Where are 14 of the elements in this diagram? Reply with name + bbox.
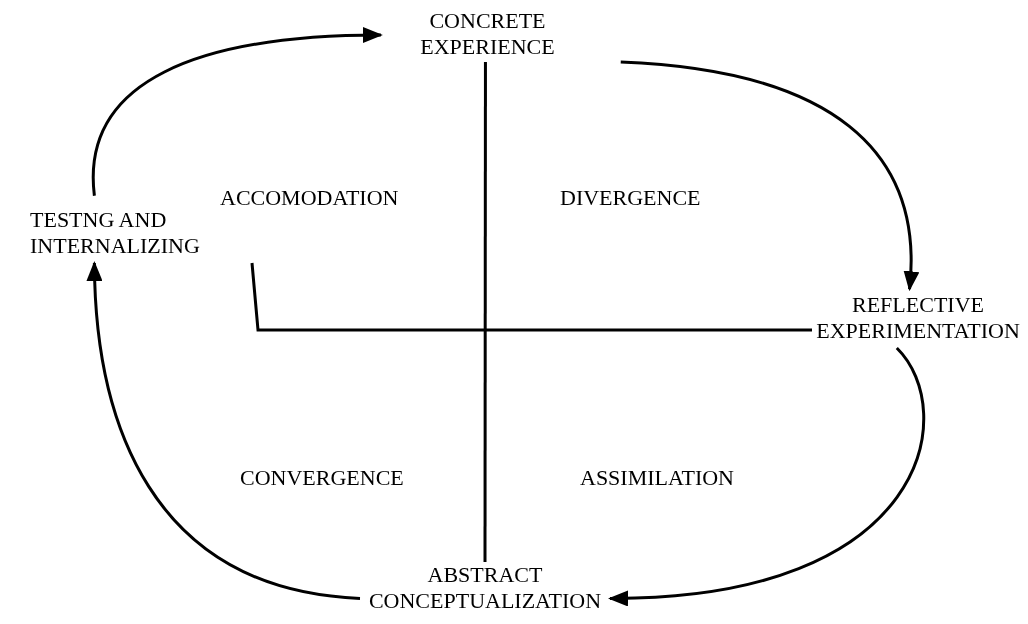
cycle-arrow	[608, 347, 925, 606]
quadrant-label: DIVERGENCE	[560, 185, 701, 211]
axis-line	[250, 262, 812, 332]
stage-label: TESTNG AND INTERNALIZING	[30, 207, 200, 258]
axis-line	[483, 62, 487, 562]
cycle-arrow	[87, 261, 361, 600]
quadrant-label: CONVERGENCE	[240, 465, 404, 491]
cycle-arrow	[92, 27, 383, 196]
quadrant-label: ACCOMODATION	[220, 185, 399, 211]
stage-label: ABSTRACT CONCEPTUALIZATION	[368, 562, 602, 613]
quadrant-label: ASSIMILATION	[580, 465, 734, 491]
stage-label: REFLECTIVE EXPERIMENTATION	[816, 292, 1020, 343]
stage-label: CONCRETE EXPERIENCE	[420, 8, 555, 59]
cycle-arrow	[620, 60, 919, 292]
